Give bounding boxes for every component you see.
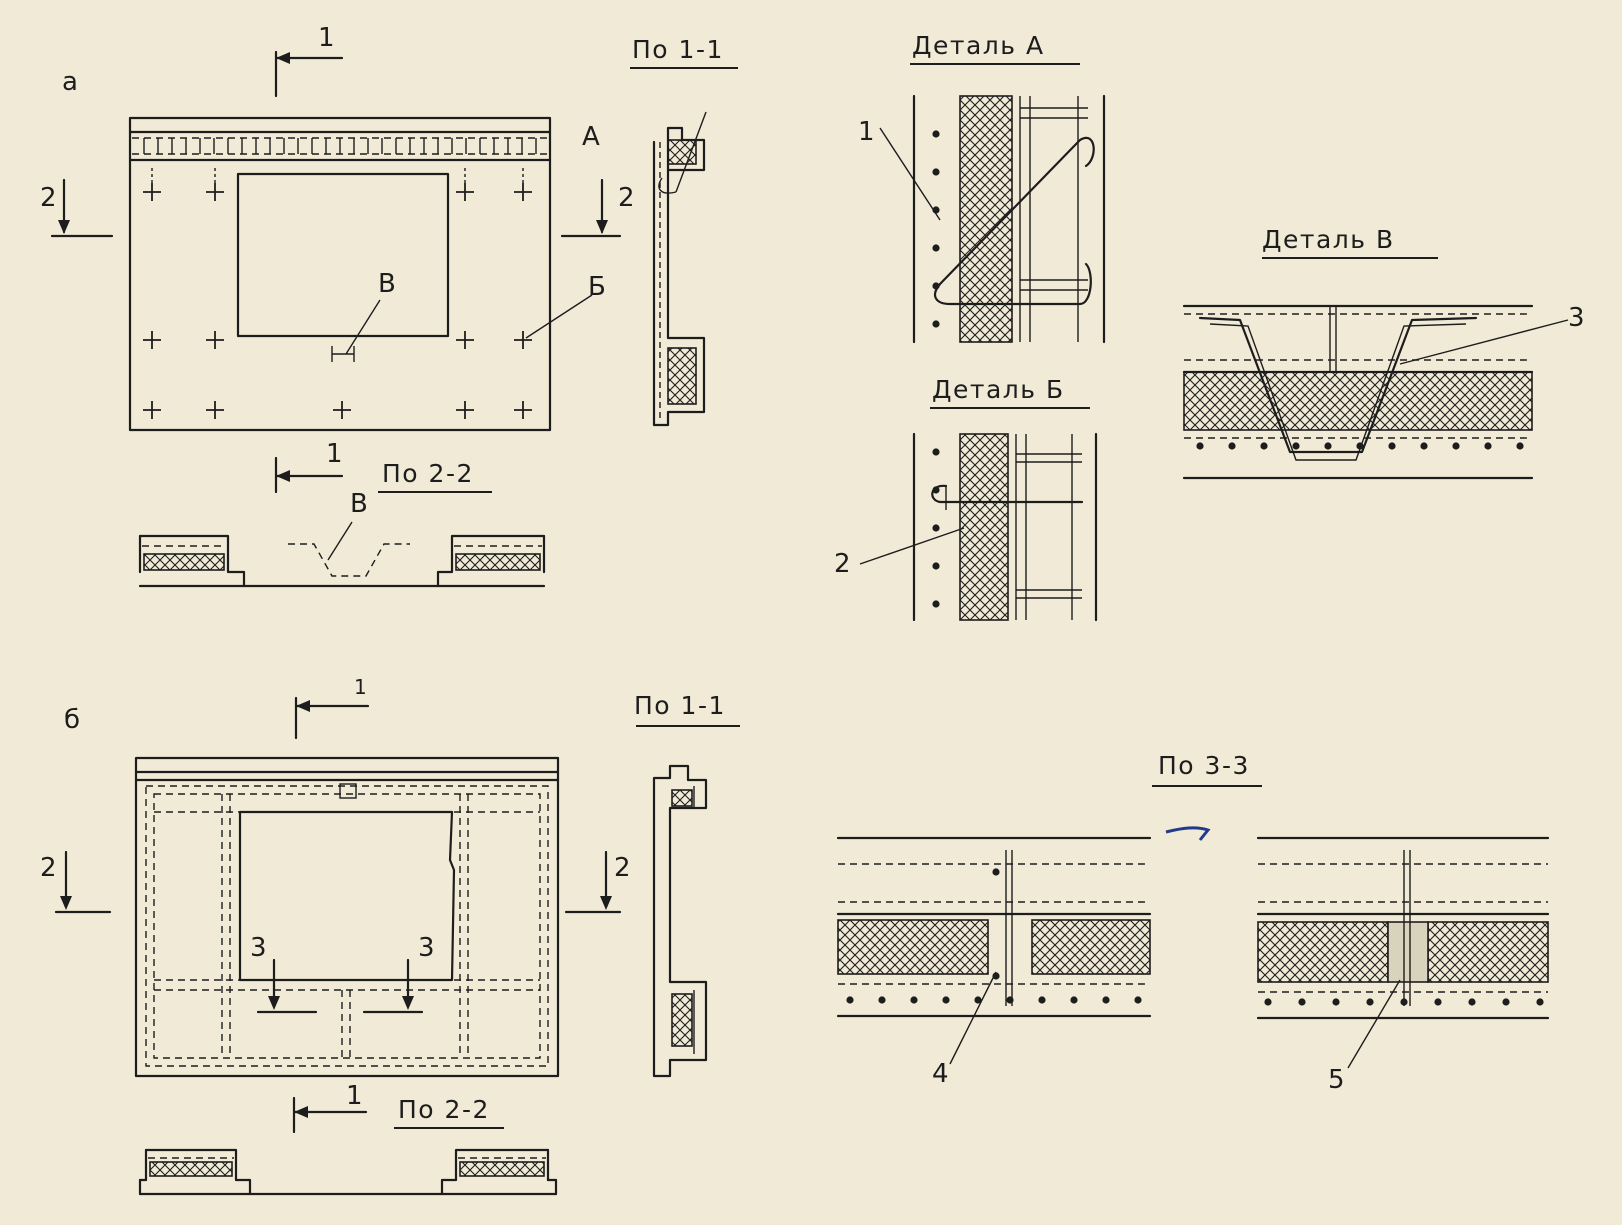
- svg-text:1: 1: [326, 439, 343, 469]
- title-detail-b: Деталь Б: [932, 375, 1065, 404]
- title-po-2-2-b: По 2-2: [398, 1095, 490, 1124]
- title-po-1-1-a: По 1-1: [632, 35, 724, 64]
- svg-text:1: 1: [318, 23, 335, 53]
- part-a-label: а: [62, 67, 78, 97]
- detail-v-marker-2-2: В: [350, 489, 368, 519]
- callout-2: 2: [834, 549, 851, 579]
- detail-b: Деталь Б 2: [834, 375, 1098, 622]
- title-po-1-1-b: По 1-1: [634, 691, 726, 720]
- panel-b-outline: [134, 756, 560, 1078]
- svg-text:2: 2: [40, 183, 57, 213]
- title-po-3-3: По 3-3: [1158, 751, 1250, 780]
- detail-a-marker-a: А: [582, 122, 600, 152]
- svg-text:2: 2: [614, 853, 631, 883]
- section-1-top-marker-a: 1: [274, 23, 344, 98]
- section-1-bottom-marker-a: 1: [274, 439, 344, 494]
- section-3-3: По 3-3 4: [836, 751, 1550, 1095]
- detail-v-marker-a: В: [378, 269, 396, 299]
- section-3-left-marker: 3: [250, 933, 318, 1014]
- window-opening-b: [238, 810, 456, 982]
- ink-mark: [1165, 826, 1211, 841]
- panel-b-elevation: б 3 3: [40, 675, 631, 1134]
- detail-a: Деталь А 1: [858, 31, 1106, 344]
- panel-a-outline: [128, 116, 552, 432]
- section-2-2-a: По 2-2 В: [138, 459, 546, 588]
- section-2-2-b: По 2-2: [138, 1095, 558, 1196]
- section-3-right-marker: 3: [362, 933, 435, 1014]
- panel-a-elevation: а В Б: [40, 23, 635, 494]
- svg-text:1: 1: [346, 1081, 363, 1111]
- title-detail-v: Деталь В: [1262, 225, 1395, 254]
- part-b-label: б: [64, 705, 80, 735]
- callout-4: 4: [932, 1059, 949, 1089]
- svg-text:1: 1: [354, 675, 367, 699]
- callout-1: 1: [858, 117, 875, 147]
- callout-3: 3: [1568, 303, 1585, 333]
- section-3-3-right-variant: 5: [1256, 836, 1550, 1095]
- detail-b-marker-a: Б: [588, 272, 606, 302]
- svg-text:2: 2: [618, 183, 635, 213]
- svg-text:2: 2: [40, 853, 57, 883]
- section-1-1-b: По 1-1: [634, 691, 740, 1078]
- title-detail-a: Деталь А: [912, 31, 1045, 60]
- svg-text:3: 3: [418, 933, 435, 963]
- svg-text:3: 3: [250, 933, 267, 963]
- section-2-right-marker-b: 2: [564, 850, 631, 914]
- title-po-2-2-a: По 2-2: [382, 459, 474, 488]
- window-opening-a: [236, 172, 450, 338]
- anchor-crosses-a: [142, 182, 533, 420]
- section-1-1-a: По 1-1 1: [630, 35, 738, 427]
- section-3-3-left-variant: 4: [836, 836, 1152, 1089]
- section-2-left-marker-b: 2: [40, 850, 112, 914]
- section-2-right-marker-a: 2: [560, 178, 635, 238]
- concrete-insert: [1387, 921, 1429, 983]
- detail-v: Деталь В 3: [1182, 225, 1585, 480]
- section-1-bottom-marker-b: 1: [292, 1081, 368, 1134]
- section-1-top-marker-b: 1: [294, 675, 370, 740]
- callout-5: 5: [1328, 1065, 1345, 1095]
- section-2-left-marker-a: 2: [40, 178, 114, 238]
